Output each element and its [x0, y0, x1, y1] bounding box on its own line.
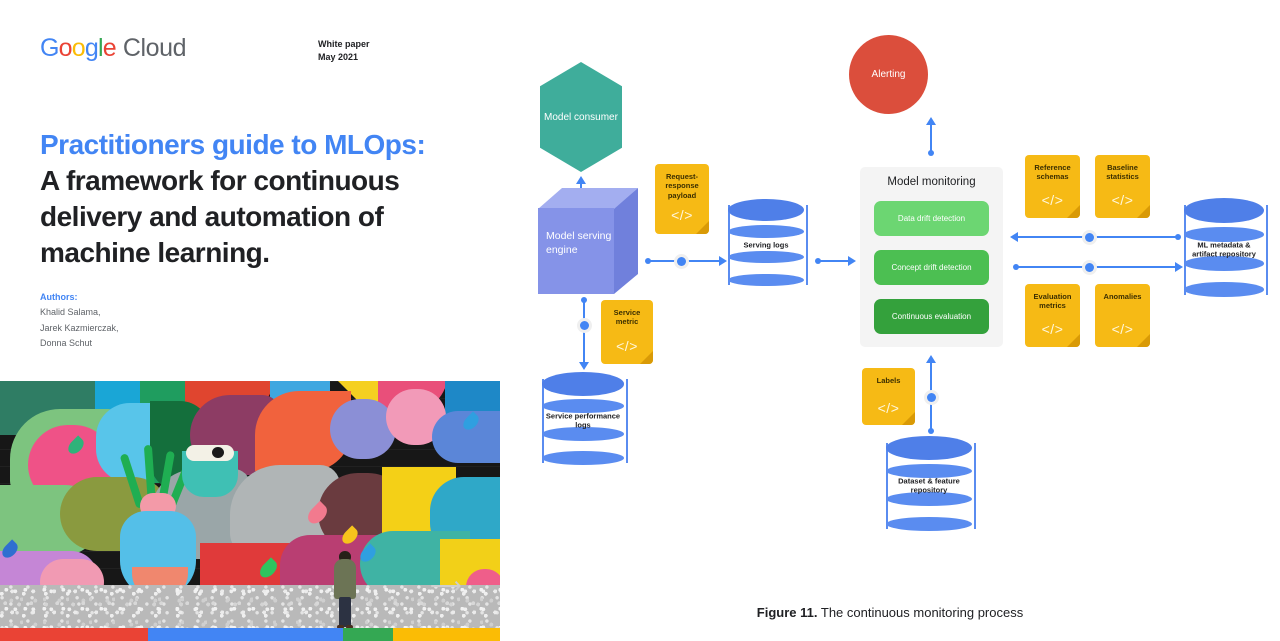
card-reference-schemas[interactable]: Reference schemas </> [1025, 155, 1080, 218]
figure-panel: Model consumer Model serving engine Requ… [500, 0, 1280, 641]
colorbar-segment-blue [148, 628, 343, 641]
datastore-ml-metadata-repository[interactable]: ML metadata & artifact repository [1184, 198, 1268, 302]
cloud-wordmark: Cloud [122, 34, 187, 62]
code-icon: </> [671, 206, 693, 223]
page-title-rest: A framework for continuous delivery and … [40, 164, 400, 269]
code-icon: </> [1041, 320, 1064, 337]
arrowhead-right-servinglogs [719, 256, 727, 266]
colorbar-segment-green [343, 628, 393, 641]
card-evaluation-metrics[interactable]: Evaluation metrics </> [1025, 284, 1080, 347]
cube-top-face [538, 188, 638, 209]
card-evaluation-metrics-label: Evaluation metrics [1033, 292, 1072, 311]
arrowhead-right-monitoring [848, 256, 856, 266]
card-anomalies[interactable]: Anomalies </> [1095, 284, 1150, 347]
monitoring-item-label: Concept drift detection [891, 263, 972, 272]
card-baseline-statistics[interactable]: Baseline statistics </> [1095, 155, 1150, 218]
node-model-serving-engine-label: Model serving engine [546, 230, 612, 256]
datastore-service-performance-logs-label: Service performance logs [545, 411, 621, 430]
document-meta: White paper May 2021 [318, 38, 370, 64]
google-cloud-logo: Google Cloud [40, 34, 187, 62]
author-name: Khalid Salama, [40, 307, 101, 318]
node-alerting-label: Alerting [871, 69, 906, 80]
card-service-metric-label: Service metric [613, 308, 641, 327]
arrowhead-up-monitoring-bottom [926, 355, 936, 363]
datastore-dataset-feature-repository-label: Dataset & feature repository [898, 476, 960, 495]
card-anomalies-label: Anomalies [1103, 292, 1142, 301]
code-icon: </> [1041, 191, 1064, 208]
monitoring-item-data-drift-detection[interactable]: Data drift detection [874, 201, 989, 236]
connector-dot-start [645, 258, 651, 264]
mural-arrow-icon: ⟶ [430, 573, 462, 598]
card-service-metric[interactable]: Service metric </> [601, 300, 653, 364]
code-icon: </> [1111, 320, 1134, 337]
card-request-response-payload-label: Request-response payload [665, 172, 699, 200]
authors-list: Khalid Salama, Jarek Kazmierczak, Donna … [40, 305, 119, 351]
code-icon: </> [877, 399, 900, 416]
figure-caption-label: Figure 11. [756, 605, 818, 620]
connector-dot-logs-out [815, 258, 821, 264]
connector-logs-to-monitoring [820, 260, 850, 262]
connector-node-metrics-anomalies [1082, 260, 1097, 275]
connector-node-labels [924, 390, 939, 405]
authors-label: Authors: [40, 292, 78, 302]
code-icon: </> [1111, 191, 1134, 208]
cube-front-face [538, 208, 614, 294]
figure-caption-text: The continuous monitoring process [820, 605, 1024, 620]
monitoring-item-label: Continuous evaluation [891, 312, 972, 321]
cover-mural-ground [0, 585, 500, 628]
arrowhead-up-alerting [926, 117, 936, 125]
card-labels-label: Labels [876, 376, 901, 385]
arrowhead-up-consumer [576, 176, 586, 184]
datastore-dataset-feature-repository[interactable]: Dataset & feature repository [886, 436, 976, 536]
author-name: Jarek Kazmierczak, [40, 322, 119, 333]
cover-mural-person [332, 551, 358, 631]
colorbar-segment-red [0, 628, 148, 641]
connector-node-request-payload [674, 254, 689, 269]
page-title: Practitioners guide to MLOps: A framework… [40, 127, 470, 271]
connector-dot-monitoring-out [1013, 264, 1019, 270]
node-alerting[interactable]: Alerting [849, 35, 928, 114]
page-title-accent: Practitioners guide to MLOps: [40, 128, 426, 160]
colorbar-segment-yellow [393, 628, 500, 641]
datastore-ml-metadata-repository-label: ML metadata & artifact repository [1192, 240, 1256, 259]
connector-dot-meta-out [1175, 234, 1181, 240]
card-labels[interactable]: Labels </> [862, 368, 915, 425]
connector-dot-serving-down [581, 297, 587, 303]
card-request-response-payload[interactable]: Request-response payload </> [655, 164, 709, 234]
connector-node-schemas-stats [1082, 230, 1097, 245]
cover-page: Google Cloud White paper May 2021 Practi… [0, 0, 500, 641]
monitoring-item-continuous-evaluation[interactable]: Continuous evaluation [874, 299, 989, 334]
doc-date-label: May 2021 [318, 52, 359, 63]
card-fold-corner [696, 221, 709, 234]
connector-metadata-to-monitoring [1018, 236, 1178, 238]
connector-node-service-metric [577, 318, 592, 333]
doc-type-label: White paper [318, 39, 370, 49]
figure-caption: Figure 11. The continuous monitoring pro… [500, 605, 1280, 620]
node-model-consumer[interactable]: Model consumer [540, 62, 622, 172]
datastore-serving-logs-label: Serving logs [743, 240, 789, 250]
datastore-service-performance-logs[interactable]: Service performance logs [542, 372, 628, 470]
datastore-serving-logs[interactable]: Serving logs [728, 199, 808, 291]
node-model-consumer-label: Model consumer [544, 111, 618, 123]
connector-monitoring-to-metadata [1018, 266, 1178, 268]
code-icon: </> [616, 337, 638, 354]
google-wordmark: Google [40, 34, 117, 62]
google-colorbar [0, 628, 500, 641]
panel-model-monitoring: Model monitoring Data drift detection Co… [860, 167, 1003, 347]
node-model-serving-engine[interactable]: Model serving engine [538, 188, 638, 294]
cube-side-face [614, 188, 638, 294]
arrowhead-right-metadata [1175, 262, 1183, 272]
card-reference-schemas-label: Reference schemas [1034, 163, 1071, 182]
monitoring-item-concept-drift-detection[interactable]: Concept drift detection [874, 250, 989, 285]
arrowhead-down-perflogs [579, 362, 589, 370]
panel-model-monitoring-title: Model monitoring [887, 176, 976, 188]
arrowhead-left-monitoring [1010, 232, 1018, 242]
connector-monitoring-to-alerting [930, 124, 932, 154]
card-baseline-statistics-label: Baseline statistics [1106, 163, 1139, 182]
authors-block: Authors: Khalid Salama, Jarek Kazmiercza… [40, 290, 119, 352]
monitoring-item-label: Data drift detection [897, 214, 966, 223]
connector-serving-to-perflogs [583, 302, 585, 364]
author-name: Donna Schut [40, 338, 93, 349]
